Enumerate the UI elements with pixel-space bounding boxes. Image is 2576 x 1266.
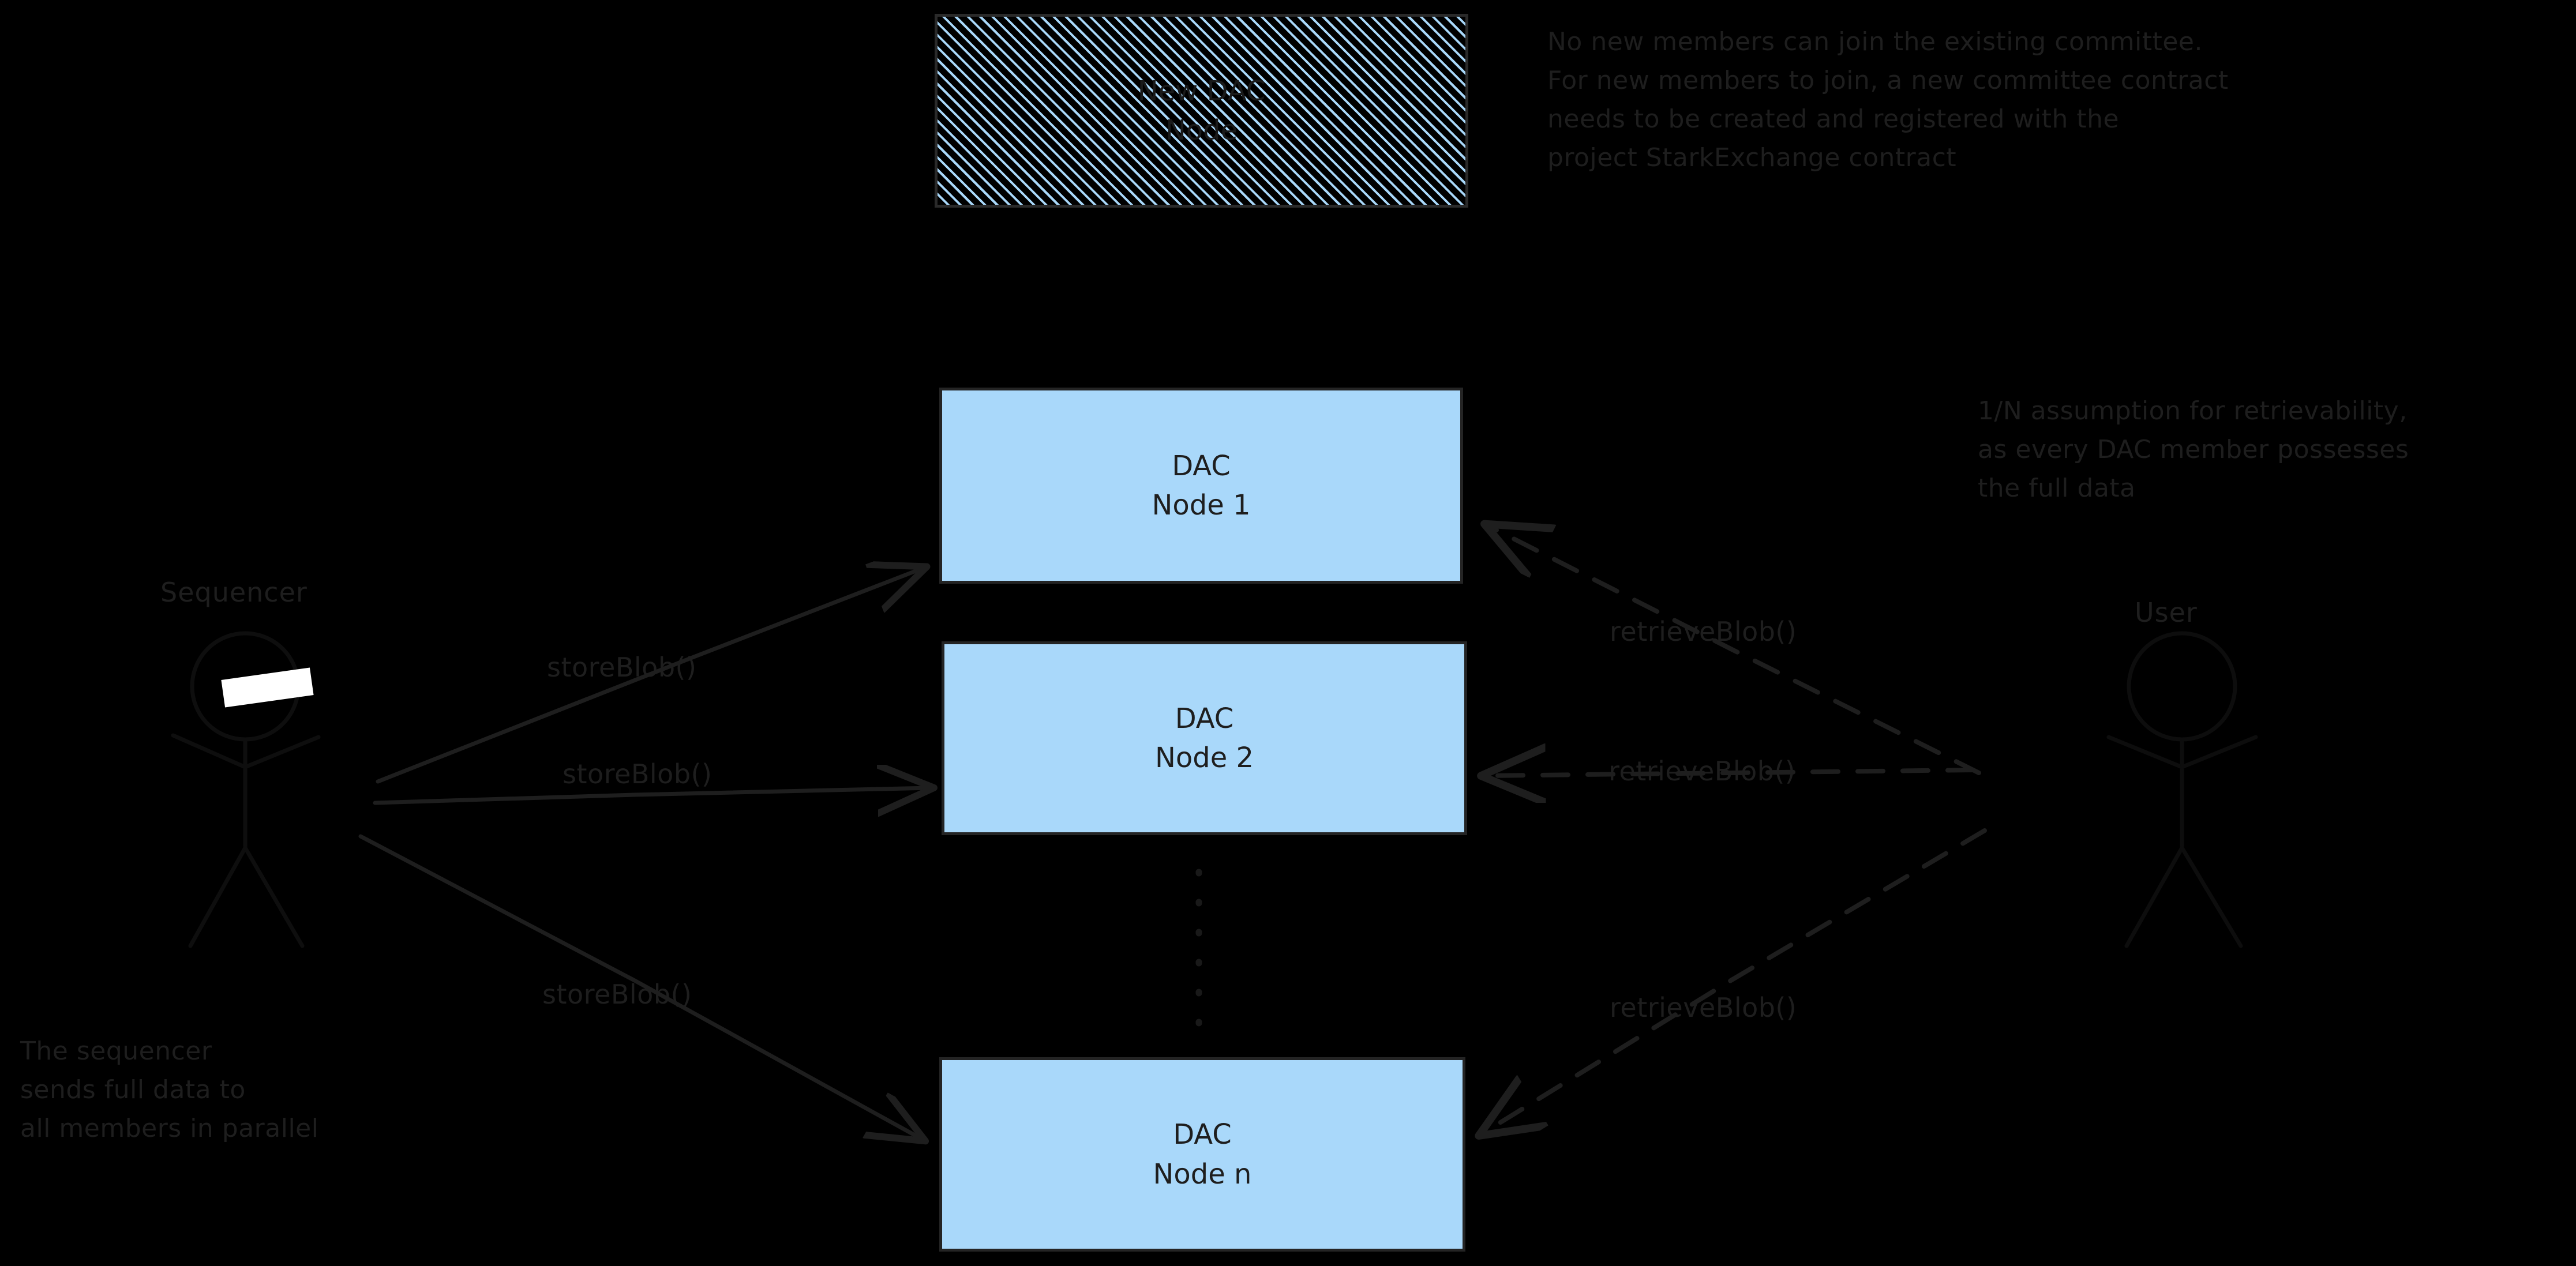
edge-label-store-node-2: storeBlob() — [563, 758, 713, 790]
annotation-committee: No new members can join the existing com… — [1547, 27, 2229, 172]
dac-node-1-label: DAC Node 1 — [942, 446, 1460, 525]
annotation-sequencer: The sequencer sends full data to all mem… — [20, 1036, 319, 1143]
new-dac-node-line2: Node — [1165, 114, 1238, 146]
dac-node-n-box[interactable]: DAC Node n — [939, 1057, 1465, 1252]
arrow-store-node-n — [358, 834, 922, 1139]
dac-node-2-line1: DAC — [1175, 702, 1234, 735]
edge-label-store-node-1: storeBlob() — [547, 652, 697, 683]
dac-node-1-box[interactable]: DAC Node 1 — [939, 388, 1463, 584]
dac-node-2-label: DAC Node 2 — [944, 699, 1464, 777]
arrow-store-node-1 — [376, 568, 923, 784]
sequencer-figure-icon — [171, 631, 321, 948]
arrow-retrieve-node-n — [1483, 828, 1987, 1133]
annotation-retrievability: 1/N assumption for retrievability, as ev… — [1978, 396, 2409, 503]
arrow-retrieve-node-1 — [1488, 526, 1981, 775]
dac-node-n-line2: Node n — [1153, 1158, 1252, 1190]
edge-label-retrieve-node-1: retrieveBlob() — [1610, 616, 1797, 647]
user-figure-icon — [2106, 631, 2258, 948]
dac-node-1-line2: Node 1 — [1152, 489, 1251, 521]
dac-node-2-line2: Node 2 — [1154, 742, 1254, 774]
new-dac-node-box[interactable]: New DAC Node — [935, 14, 1468, 208]
dac-node-1-line1: DAC — [1172, 449, 1231, 482]
dac-node-n-line1: DAC — [1173, 1118, 1232, 1151]
user-label: User — [2135, 597, 2198, 628]
edge-label-store-node-n: storeBlob() — [542, 979, 692, 1010]
arrow-store-node-2 — [373, 788, 930, 803]
sequencer-label: Sequencer — [160, 577, 308, 608]
arrow-retrieve-node-2 — [1486, 770, 1975, 776]
edge-label-retrieve-node-n: retrieveBlob() — [1610, 992, 1797, 1023]
new-dac-node-label: New DAC Node — [938, 72, 1465, 150]
dac-node-2-box[interactable]: DAC Node 2 — [942, 641, 1467, 835]
new-dac-node-line1: New DAC — [1137, 74, 1266, 107]
edge-label-retrieve-node-2: retrieveBlob() — [1608, 756, 1796, 787]
dac-node-n-label: DAC Node n — [942, 1115, 1463, 1193]
